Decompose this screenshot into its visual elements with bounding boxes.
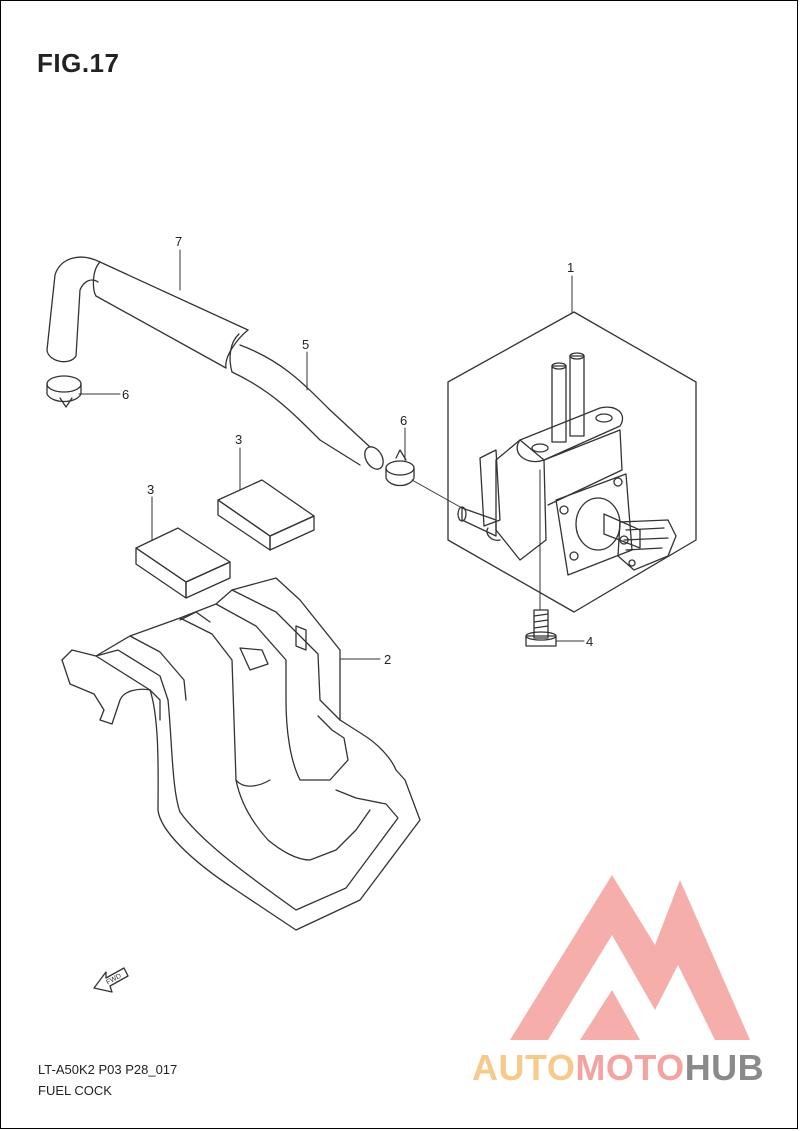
part-6-clamp-right[interactable] — [385, 449, 415, 487]
watermark-moto: MOTO — [575, 1047, 685, 1088]
part-6-clamp-left[interactable] — [46, 375, 82, 408]
part-1-outline-hexagon — [447, 311, 697, 613]
diagram-code: LT-A50K2 P03 P28_017 — [38, 1062, 178, 1077]
watermark-text: AUTOMOTOHUB — [472, 1047, 764, 1089]
part-3-pad-upper[interactable] — [217, 479, 315, 551]
watermark-logo — [510, 875, 750, 1040]
watermark-auto: AUTO — [472, 1047, 576, 1088]
part-3-pad-lower[interactable] — [135, 527, 231, 599]
part-4-bolt[interactable] — [525, 609, 557, 647]
callout-1: 1 — [567, 260, 574, 275]
callout-4: 4 — [586, 634, 593, 649]
callout-7: 7 — [175, 234, 182, 249]
part-1-fuel-cock[interactable] — [457, 352, 677, 576]
leader-lines — [78, 249, 585, 660]
diagram-name: FUEL COCK — [38, 1083, 112, 1098]
part-2-bracket[interactable] — [61, 577, 421, 931]
callout-3-lower: 3 — [147, 482, 154, 497]
callout-6-left: 6 — [122, 387, 129, 402]
callout-3-upper: 3 — [235, 432, 242, 447]
fwd-arrow-icon: FWD — [93, 967, 129, 993]
callout-5: 5 — [302, 337, 309, 352]
part-5-fuel-hose[interactable] — [231, 344, 387, 472]
watermark-hub: HUB — [684, 1047, 765, 1088]
part-7-bent-hose[interactable] — [46, 256, 249, 373]
callout-2: 2 — [384, 652, 391, 667]
callout-6-right: 6 — [400, 413, 407, 428]
figure-title: FIG.17 — [37, 48, 120, 78]
